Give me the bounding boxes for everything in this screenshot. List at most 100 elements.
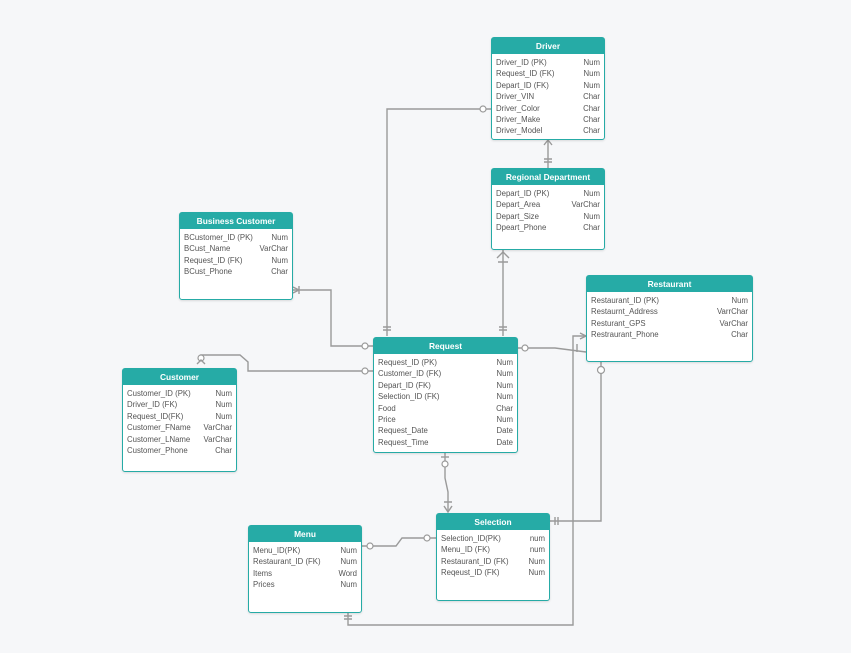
attribute-list: Selection_ID(PK)num Menu_ID (FK)num Rest… <box>437 530 549 582</box>
attribute-type: Num <box>496 414 513 424</box>
attribute-type: num <box>529 534 545 543</box>
attribute-name: Price <box>378 414 396 424</box>
attribute-row: Restaurant_ID (PK)Num <box>590 295 749 306</box>
attribute-type: Num <box>496 358 513 367</box>
attribute-type: VarrChar <box>716 307 748 317</box>
attribute-type: Num <box>496 369 513 379</box>
one-marker <box>554 517 559 525</box>
attribute-list: Customer_ID (PK)Num Driver_ID (FK)Num Re… <box>123 385 236 459</box>
attribute-row: Prices Num <box>252 579 358 590</box>
attribute-row: BCust_Name VarChar <box>183 243 289 254</box>
optional-marker <box>596 365 606 375</box>
customer-entity[interactable]: Customer Customer_ID (PK)Num Driver_ID (… <box>122 368 237 472</box>
attribute-name: Request_Date <box>378 426 428 436</box>
many-marker <box>196 359 206 365</box>
attribute-type: Num <box>583 58 600 67</box>
optional-marker <box>521 344 529 352</box>
attribute-type: num <box>529 545 545 555</box>
attribute-row: Customer_ID (PK)Num <box>126 388 233 399</box>
attribute-name: Request_ID (FK) <box>184 255 243 265</box>
attribute-type: Char <box>583 103 600 113</box>
optional-marker <box>361 342 369 350</box>
attribute-type: Num <box>496 392 513 402</box>
driver-entity[interactable]: Driver Driver_ID (PK)Num Request_ID (FK)… <box>491 37 605 140</box>
attribute-type: Num <box>528 568 545 578</box>
attribute-type: Num <box>271 255 288 265</box>
optional-marker <box>479 105 487 113</box>
attribute-type: Char <box>215 445 232 455</box>
rel-menu-selection <box>362 537 436 547</box>
attribute-name: Depart_ID (FK) <box>496 80 549 90</box>
entity-title: Customer <box>123 369 236 385</box>
attribute-type: Num <box>215 411 232 421</box>
many-marker <box>292 286 301 294</box>
attribute-name: BCust_Name <box>184 244 231 254</box>
many-marker <box>443 501 453 514</box>
attribute-type: VarChar <box>203 423 232 433</box>
attribute-row: Depart_ID (FK)Num <box>377 380 514 391</box>
attribute-name: Request_ID(FK) <box>127 411 184 421</box>
attribute-type: Num <box>271 233 288 242</box>
attribute-name: Driver_Make <box>496 114 541 124</box>
attribute-row: Depart_ID (PK) Num <box>495 188 601 199</box>
attribute-name: Reqeust_ID (FK) <box>441 568 500 578</box>
attribute-row: BCustomer_ID (PK) Num <box>183 232 289 243</box>
attribute-row: Menu_ID (FK)num <box>440 544 546 555</box>
request-entity[interactable]: Request Request_ID (PK)Num Customer_ID (… <box>373 337 518 453</box>
attribute-row: Depart_ID (FK) Num <box>495 80 601 91</box>
rel-request-driver <box>386 108 491 336</box>
attribute-name: Customer_FName <box>127 423 191 433</box>
attribute-type: VarChar <box>259 244 288 254</box>
attribute-name: Driver_ID (PK) <box>496 58 547 67</box>
attribute-row: Request_ID (FK)Num <box>495 68 601 79</box>
entity-title: Business Customer <box>180 213 292 229</box>
attribute-type: Word <box>338 568 358 578</box>
optional-marker <box>366 542 374 550</box>
attribute-type: Char <box>583 92 600 102</box>
attribute-type: Num <box>583 69 600 79</box>
attribute-name: BCustomer_ID (PK) <box>184 233 253 242</box>
attribute-row: Customer_FName VarChar <box>126 422 233 433</box>
rel-menu-restaurant <box>347 335 586 626</box>
menu-entity[interactable]: Menu Menu_ID(PK)Num Restaurant_ID (FK)Nu… <box>248 525 362 613</box>
attribute-name: Customer_Phone <box>127 445 188 455</box>
attribute-name: Prices <box>253 580 275 590</box>
attribute-row: Driver_ID (PK) Num <box>495 57 601 68</box>
optional-marker <box>423 534 431 542</box>
business-customer-entity[interactable]: Business Customer BCustomer_ID (PK) Num B… <box>179 212 293 300</box>
attribute-row: Restaurant_ID (FK)Num <box>440 556 546 567</box>
attribute-name: Customer_ID (PK) <box>127 389 191 398</box>
attribute-name: Selection_ID(PK) <box>441 534 501 543</box>
many-marker <box>496 251 510 263</box>
attribute-name: Driver_Color <box>496 103 540 113</box>
entity-title: Regional Department <box>492 169 604 185</box>
regional-department-entity[interactable]: Regional Department Depart_ID (PK) Num De… <box>491 168 605 250</box>
attribute-type: Num <box>583 80 600 90</box>
many-marker <box>543 138 553 146</box>
selection-entity[interactable]: Selection Selection_ID(PK)num Menu_ID (F… <box>436 513 550 601</box>
attribute-name: Items <box>253 568 273 578</box>
entity-title: Request <box>374 338 517 354</box>
attribute-list: BCustomer_ID (PK) Num BCust_Name VarChar R… <box>180 229 292 281</box>
restaurant-entity[interactable]: Restaurant Restaurant_ID (PK)Num Restaur… <box>586 275 753 362</box>
attribute-name: Selection_ID (FK) <box>378 392 440 402</box>
attribute-row: Request_ID(FK) Num <box>126 411 233 422</box>
attribute-name: Depart_ID (PK) <box>496 189 550 198</box>
attribute-name: Request_Time <box>378 437 429 447</box>
attribute-type: Char <box>583 126 600 136</box>
attribute-type: Num <box>731 296 748 305</box>
attribute-type: Num <box>340 580 357 590</box>
attribute-type: Num <box>583 189 600 198</box>
attribute-name: Restaurant_ID (FK) <box>441 556 509 566</box>
